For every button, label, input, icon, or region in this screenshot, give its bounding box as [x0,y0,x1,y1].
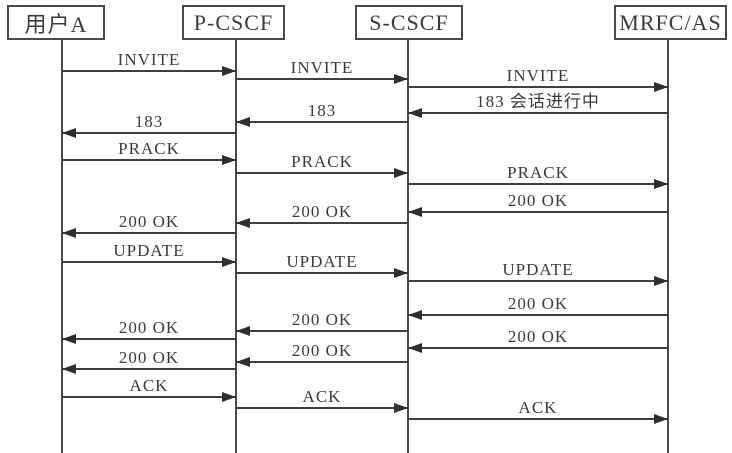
message-arrow-17-s-cscf-to-p-cscf: 200 OK [236,311,408,336]
actor-label-p-cscf: P-CSCF [193,9,274,35]
arrowhead-icon [408,108,422,118]
message-label: 200 OK [507,327,569,346]
message-arrow-5-s-cscf-to-p-cscf: 183 [236,102,408,127]
arrowhead-icon [408,310,422,320]
message-label: 200 OK [507,294,569,313]
message-arrow-14-p-cscf-to-s-cscf: UPDATE [236,253,408,278]
lifeline-p-cscf [235,40,237,453]
arrowhead-icon [236,326,250,336]
message-label: 200 OK [291,310,353,329]
message-arrow-23-p-cscf-to-s-cscf: ACK [236,388,408,413]
arrowhead-icon [408,207,422,217]
message-arrow-21-p-cscf-to-user-a: 200 OK [62,349,236,374]
arrowhead-icon [394,403,408,413]
message-label: 200 OK [507,191,569,210]
message-label: 183 会话进行中 [476,92,600,111]
message-label: PRACK [118,139,180,158]
arrowhead-icon [654,82,668,92]
actor-box-mrfc-as: MRFC/AS [614,5,727,40]
message-arrow-16-mrfc-as-to-s-cscf: 200 OK [408,295,668,320]
arrowhead-icon [222,257,236,267]
message-label: 200 OK [118,318,180,337]
message-label: UPDATE [286,252,358,271]
arrowhead-icon [236,357,250,367]
message-label: PRACK [291,152,353,171]
lifeline-mrfc-as [667,40,669,453]
message-arrow-4-mrfc-as-to-s-cscf: 183 会话进行中 [408,93,668,118]
message-label: ACK [518,398,558,417]
message-arrow-15-s-cscf-to-mrfc-as: UPDATE [408,261,668,286]
message-label: PRACK [507,163,569,182]
message-arrow-13-user-a-to-p-cscf: UPDATE [62,242,236,267]
lifeline-user-a [61,40,63,453]
message-arrow-20-s-cscf-to-p-cscf: 200 OK [236,342,408,367]
arrowhead-icon [62,334,76,344]
arrowhead-icon [222,392,236,402]
message-arrow-18-p-cscf-to-user-a: 200 OK [62,319,236,344]
message-arrow-12-p-cscf-to-user-a: 200 OK [62,213,236,238]
message-label: ACK [129,376,169,395]
message-label: 183 [134,112,164,131]
actor-label-mrfc-as: MRFC/AS [619,9,722,35]
message-arrow-3-s-cscf-to-mrfc-as: INVITE [408,67,668,92]
actor-label-s-cscf: S-CSCF [369,9,449,35]
lifeline-s-cscf [407,40,409,453]
arrowhead-icon [654,276,668,286]
message-arrow-7-user-a-to-p-cscf: PRACK [62,140,236,165]
message-label: 183 [307,101,337,120]
message-arrow-22-user-a-to-p-cscf: ACK [62,377,236,402]
message-label: 200 OK [118,348,180,367]
message-label: INVITE [506,66,570,85]
message-label: INVITE [117,50,181,69]
arrowhead-icon [236,218,250,228]
arrowhead-icon [394,168,408,178]
arrowhead-icon [62,364,76,374]
arrowhead-icon [222,66,236,76]
message-arrow-9-s-cscf-to-mrfc-as: PRACK [408,164,668,189]
message-arrow-8-p-cscf-to-s-cscf: PRACK [236,153,408,178]
arrowhead-icon [654,414,668,424]
arrowhead-icon [408,343,422,353]
actor-box-p-cscf: P-CSCF [182,5,285,40]
actor-box-s-cscf: S-CSCF [355,5,463,40]
message-label: ACK [302,387,342,406]
message-arrow-19-mrfc-as-to-s-cscf: 200 OK [408,328,668,353]
message-arrow-10-mrfc-as-to-s-cscf: 200 OK [408,192,668,217]
arrowhead-icon [62,128,76,138]
arrowhead-icon [62,228,76,238]
message-label: UPDATE [502,260,574,279]
arrowhead-icon [394,74,408,84]
arrowhead-icon [654,179,668,189]
message-arrow-11-s-cscf-to-p-cscf: 200 OK [236,203,408,228]
message-arrow-6-p-cscf-to-user-a: 183 [62,113,236,138]
message-label: 200 OK [118,212,180,231]
message-arrow-24-s-cscf-to-mrfc-as: ACK [408,399,668,424]
message-arrow-1-user-a-to-p-cscf: INVITE [62,51,236,76]
message-label: 200 OK [291,202,353,221]
arrowhead-icon [222,155,236,165]
message-label: INVITE [290,58,354,77]
message-label: UPDATE [113,241,185,260]
arrowhead-icon [394,268,408,278]
actor-box-user-a: 用户A [7,5,105,40]
actor-label-user-a: 用户A [24,11,88,37]
message-arrow-2-p-cscf-to-s-cscf: INVITE [236,59,408,84]
message-label: 200 OK [291,341,353,360]
arrowhead-icon [236,117,250,127]
